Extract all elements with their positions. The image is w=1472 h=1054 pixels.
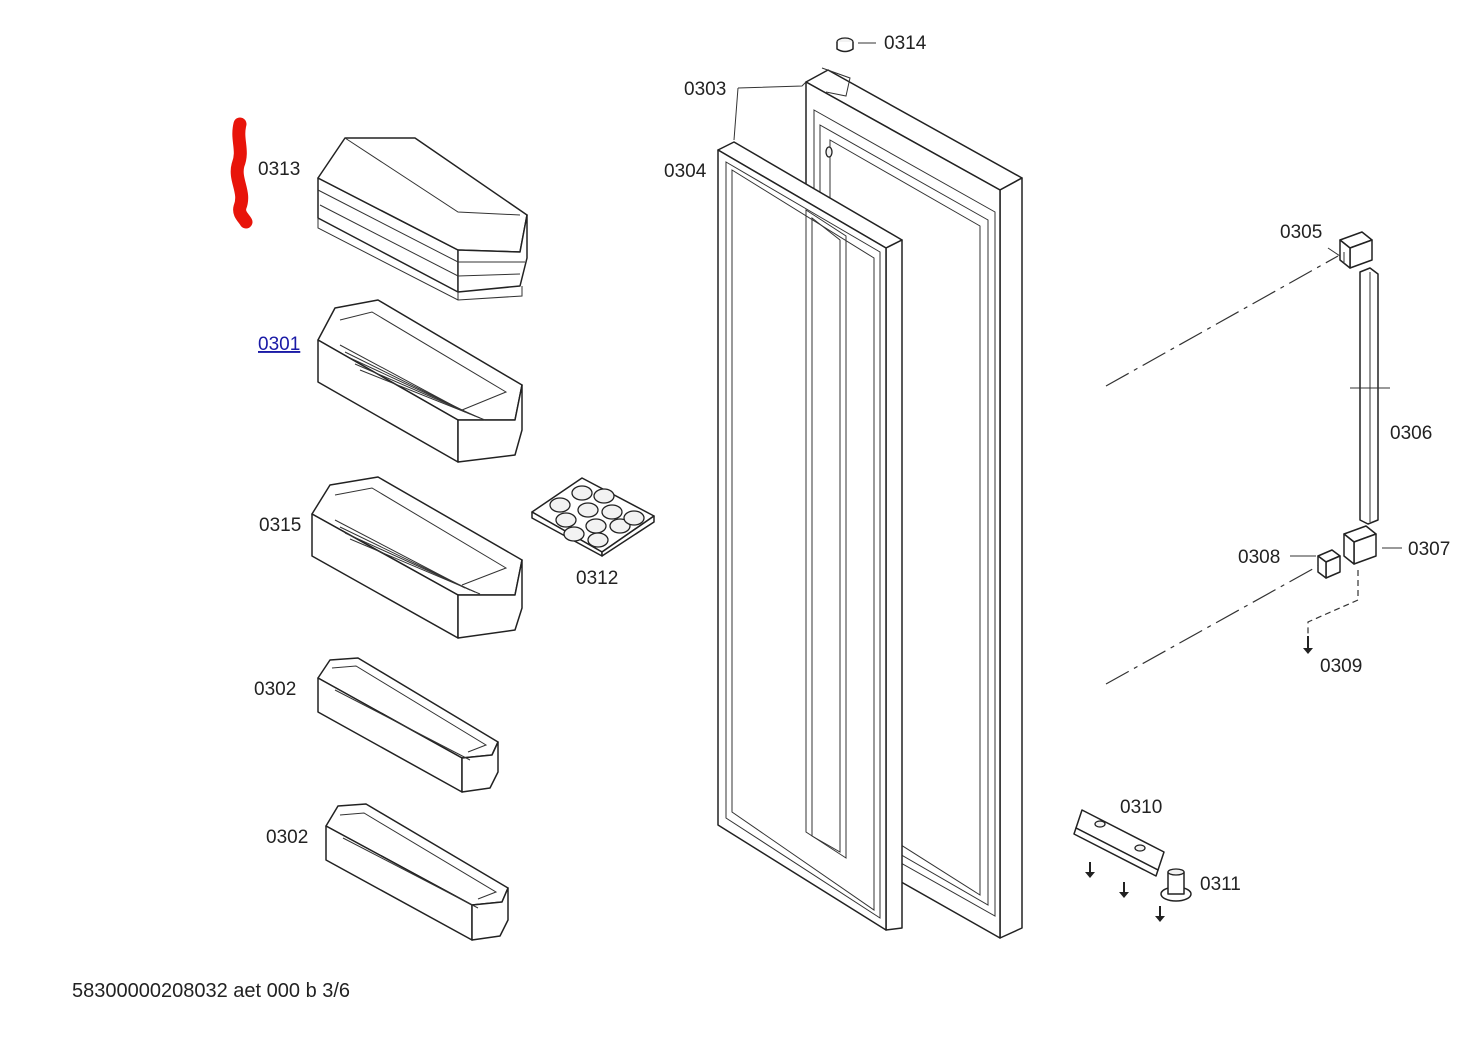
part-0309-screw xyxy=(1303,636,1313,654)
part-0302-lower-shelf xyxy=(325,803,509,941)
label-0301-link[interactable]: 0301 xyxy=(258,334,300,355)
label-0310: 0310 xyxy=(1120,797,1162,818)
label-0314: 0314 xyxy=(884,33,927,54)
part-0312-egg-tray xyxy=(531,477,655,557)
part-0308-small-block xyxy=(1317,549,1341,579)
part-0307-hinge-block xyxy=(1343,525,1377,565)
part-0313-covered-shelf xyxy=(317,137,528,301)
label-0302-lower: 0302 xyxy=(266,827,308,848)
label-0309: 0309 xyxy=(1320,656,1362,677)
hinge-screws xyxy=(1085,862,1165,922)
leader-lines xyxy=(733,42,1402,557)
label-0308: 0308 xyxy=(1238,547,1280,568)
part-0314-cap xyxy=(836,37,854,53)
part-0305-hinge-block xyxy=(1339,231,1373,269)
label-0315: 0315 xyxy=(259,515,301,536)
red-annotation-mark xyxy=(230,117,253,229)
label-0303: 0303 xyxy=(684,79,726,100)
label-0311: 0311 xyxy=(1200,874,1241,895)
part-0301-shelf xyxy=(317,299,523,463)
label-0302-upper: 0302 xyxy=(254,679,296,700)
part-0315-shelf xyxy=(311,476,523,639)
part-0304-door-gasket xyxy=(717,141,903,931)
part-0311-hinge-pin xyxy=(1160,868,1192,902)
part-0302-upper-shelf xyxy=(317,657,499,793)
label-0307: 0307 xyxy=(1408,539,1450,560)
part-0310-hinge-bracket xyxy=(1073,809,1165,877)
label-0304: 0304 xyxy=(664,161,707,182)
part-0306-handle-bar xyxy=(1350,267,1390,525)
label-0312: 0312 xyxy=(576,568,618,589)
document-code: 58300000208032 aet 000 b 3/6 xyxy=(72,980,350,1002)
alignment-lines xyxy=(1105,255,1359,685)
label-0313: 0313 xyxy=(258,159,300,180)
label-0305: 0305 xyxy=(1280,222,1322,243)
label-0306: 0306 xyxy=(1390,423,1432,444)
